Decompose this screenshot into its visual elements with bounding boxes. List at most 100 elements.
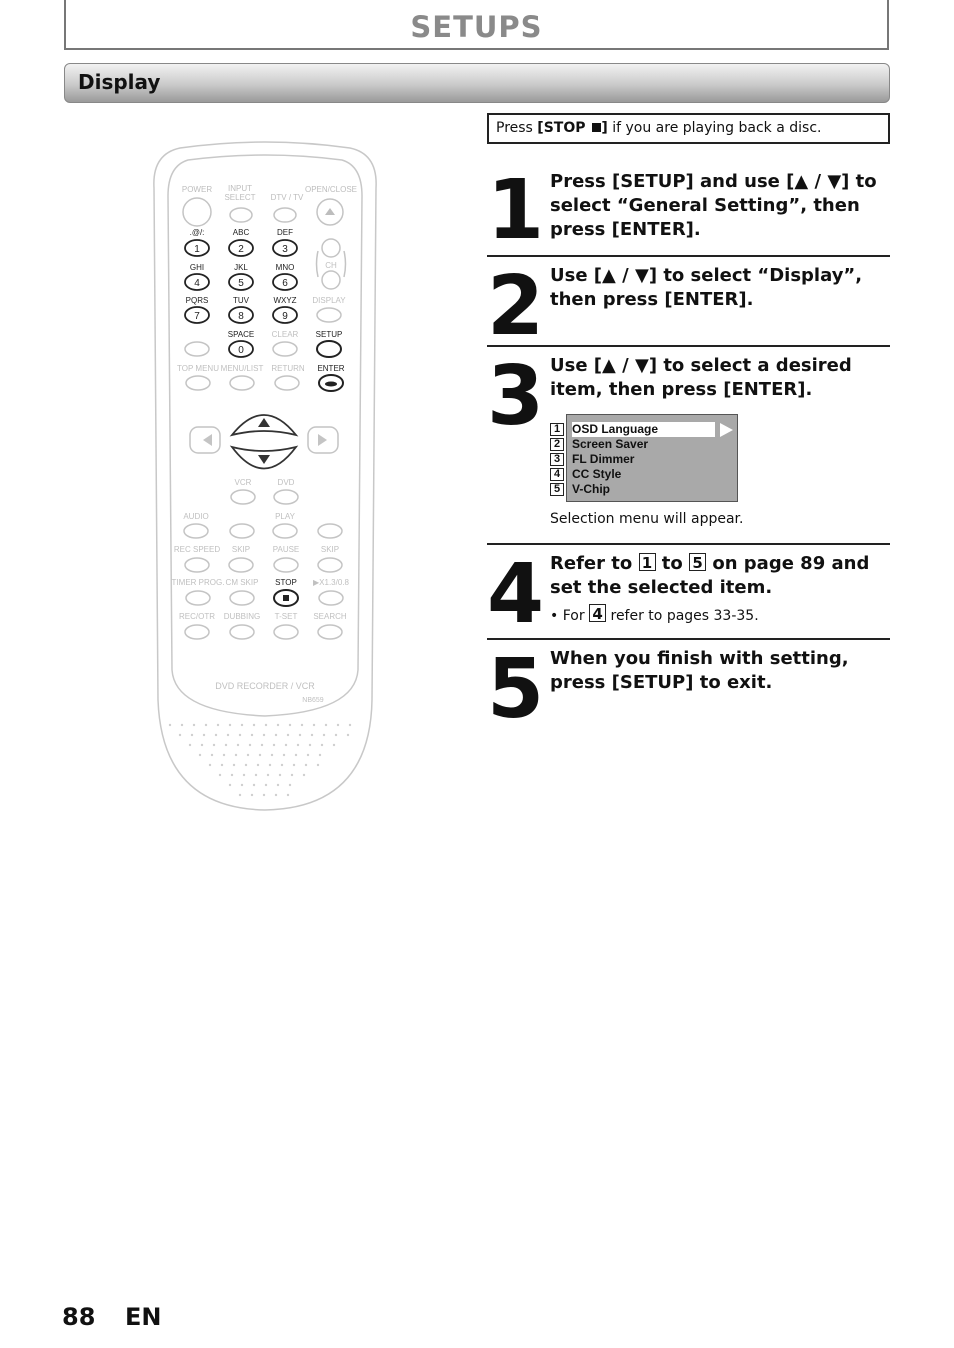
step-4: 4 Refer to 1 to 5 on page 89 and set the… <box>487 552 890 637</box>
speaker-dot <box>294 753 298 757</box>
divider <box>487 345 890 347</box>
section-header: Display <box>64 63 890 103</box>
speaker-dot <box>260 743 264 747</box>
tset-label: T-SET <box>275 612 298 621</box>
speaker-dot <box>240 723 244 727</box>
speed-label: ▶X1.3/0.8 <box>313 578 350 587</box>
speaker-dot <box>192 723 196 727</box>
menu-index: 1 <box>550 423 564 436</box>
speaker-dot <box>288 723 292 727</box>
digit-label: 7 <box>194 311 200 322</box>
speaker-dot <box>274 733 278 737</box>
dtvtv-label: DTV / TV <box>271 193 304 202</box>
note-key: [STOP ] <box>537 120 608 136</box>
osd-menu-item[interactable]: V-Chip <box>572 482 610 496</box>
dvd-label: DVD <box>278 478 295 487</box>
osd-menu-item[interactable]: OSD Language <box>572 422 715 437</box>
speaker-dot <box>234 753 238 757</box>
speaker-dot <box>216 723 220 727</box>
note-prefix: Press <box>496 120 538 136</box>
vcr-label: VCR <box>235 478 252 487</box>
step-text: Use [▲ / ▼] to select “Display”, then pr… <box>550 265 863 310</box>
clear-label: CLEAR <box>272 330 299 339</box>
speaker-dot <box>268 763 272 767</box>
speaker-dot <box>296 743 300 747</box>
enter-label: ENTER <box>317 364 344 373</box>
power-label: POWER <box>182 185 212 194</box>
speaker-dot <box>272 743 276 747</box>
divider <box>487 255 890 257</box>
recspeed-label: REC SPEED <box>174 545 220 554</box>
stop-note: Press [STOP ] if you are playing back a … <box>487 113 890 144</box>
speaker-dot <box>208 763 212 767</box>
pqrs-label: PQRS <box>186 296 209 305</box>
pause-label: PAUSE <box>273 545 300 554</box>
step-text: Refer to 1 to 5 on page 89 and set the s… <box>550 552 890 628</box>
step-3: 3 Use [▲ / ▼] to select a desired item, … <box>487 354 890 438</box>
speaker-dot <box>324 723 328 727</box>
speaker-dot <box>200 743 204 747</box>
speaker-dot <box>320 743 324 747</box>
note-suffix: if you are playing back a disc. <box>607 120 822 136</box>
digit-label: 6 <box>282 278 288 289</box>
speaker-dot <box>292 763 296 767</box>
speaker-dot <box>310 733 314 737</box>
menu-index: 4 <box>550 468 564 481</box>
speaker-dot <box>302 773 306 777</box>
audio-label: AUDIO <box>183 512 208 521</box>
speaker-dot <box>298 733 302 737</box>
digit-button <box>228 340 254 358</box>
speaker-dot <box>254 773 258 777</box>
openclose-label: OPEN/CLOSE <box>305 185 357 194</box>
speaker-dot <box>214 733 218 737</box>
speaker-dot <box>332 743 336 747</box>
page-title-box: SETUPS <box>64 0 889 50</box>
speaker-dot <box>276 723 280 727</box>
wxyz-label: WXYZ <box>273 296 296 305</box>
item-ref-box: 4 <box>589 604 607 623</box>
digit-label: 9 <box>282 311 288 322</box>
speaker-dot <box>256 763 260 767</box>
speaker-dot <box>246 753 250 757</box>
speaker-dot <box>236 743 240 747</box>
speaker-dot <box>290 773 294 777</box>
speaker-dot <box>276 783 280 787</box>
osd-menu-item[interactable]: Screen Saver <box>572 437 649 451</box>
speaker-dot <box>258 753 262 757</box>
menu-caption: Selection menu will appear. <box>550 511 744 527</box>
setup-label: SETUP <box>316 330 343 339</box>
step-text: Press [SETUP] and use [▲ / ▼] to select … <box>550 171 877 240</box>
speaker-dot <box>286 733 290 737</box>
speaker-dot <box>210 753 214 757</box>
speaker-dot <box>198 753 202 757</box>
search-label: SEARCH <box>313 612 347 621</box>
speaker-dot <box>336 723 340 727</box>
display-label: DISPLAY <box>312 296 346 305</box>
speaker-dot <box>220 763 224 767</box>
speaker-dot <box>204 723 208 727</box>
speaker-dot <box>318 753 322 757</box>
page-title: SETUPS <box>410 10 543 44</box>
abc-label: ABC <box>233 228 250 237</box>
osd-menu-item[interactable]: CC Style <box>572 467 622 481</box>
speaker-dot <box>284 743 288 747</box>
stop-square-icon <box>592 123 602 132</box>
page-number: 88 <box>62 1303 96 1331</box>
timerprog-label: TIMER PROG. <box>172 578 225 587</box>
step-text: When you finish with setting, press [SET… <box>550 648 849 693</box>
speaker-dot <box>312 723 316 727</box>
menu-index: 2 <box>550 438 564 451</box>
speaker-dot <box>168 723 172 727</box>
osd-menu-item[interactable]: FL Dimmer <box>572 452 635 466</box>
step-5: 5 When you finish with setting, press [S… <box>487 647 890 731</box>
speaker-dot <box>224 743 228 747</box>
digit-button <box>272 273 298 291</box>
digit-label: 2 <box>238 244 244 255</box>
step-number: 5 <box>487 642 544 737</box>
skip-label-2: SKIP <box>321 545 339 554</box>
speaker-dot <box>274 793 278 797</box>
item-ref-box: 5 <box>689 553 707 572</box>
step-text: Use [▲ / ▼] to select a desired item, th… <box>550 355 852 400</box>
sym-label: .@/: <box>190 228 205 237</box>
